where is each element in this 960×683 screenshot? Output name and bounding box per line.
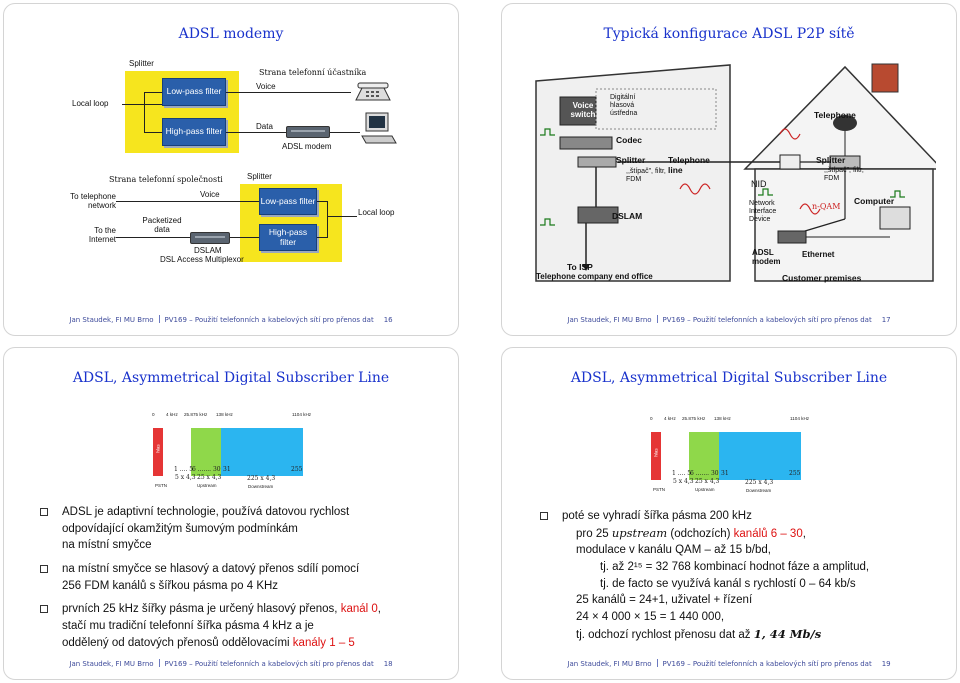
dslam-label: DSLAM	[194, 246, 222, 255]
end-office-label: Telephone company end office	[536, 272, 653, 281]
digital-exchange-label: Digitální hlasová ústředna	[610, 94, 638, 118]
tick: 25.875 kHz	[682, 416, 706, 421]
to-telephone-network-label: To telephone network	[70, 192, 116, 211]
packetized-data-label: Packetized data	[142, 216, 182, 235]
slide-adsl-modems: ADSL modemy Splitter Low-pass filter Hig…	[3, 3, 459, 336]
to-internet-label: To the Internet	[88, 226, 116, 245]
splitter-house-label: Splitter	[816, 155, 846, 165]
splitter-label: Splitter	[616, 155, 646, 165]
upstream-band	[191, 428, 221, 476]
tick: 138 kHz	[216, 412, 233, 417]
voice-label: Voice	[256, 82, 276, 91]
slide-title: ADSL, Asymmetrical Digital Subscriber Li…	[72, 370, 390, 386]
dslam-full-label: DSL Access Multiplexor	[160, 255, 244, 264]
tick: 0	[152, 412, 155, 417]
voice-bottom-label: Voice	[200, 190, 220, 199]
data-line	[226, 132, 286, 133]
downstream-band	[719, 432, 801, 480]
highpass-filter: High-pass filter	[162, 118, 226, 146]
upstream-band	[689, 432, 719, 480]
provider-side-label: Strana telefonní společnosti	[109, 175, 223, 184]
dslam-device	[190, 232, 230, 244]
list-item: na místní smyčce se hlasový a datový pře…	[38, 561, 381, 594]
voice-band-label: hlas	[155, 444, 161, 453]
bullet-list: poté se vyhradí šířka pásma 200 kHz pro …	[538, 508, 869, 643]
ethernet-label: Ethernet	[802, 250, 835, 259]
splitter-house-note: ,,štípač", filtr, FDM	[824, 167, 864, 183]
network-diagram	[535, 63, 936, 282]
slide-adsl-2: ADSL, Asymmetrical Digital Subscriber Li…	[501, 347, 957, 680]
voice-band-label: hlas	[653, 448, 659, 457]
computer-icon	[361, 112, 397, 144]
nid-full-label: Network Interface Device	[749, 200, 777, 224]
telephone-label: Telephone	[814, 110, 856, 120]
splitter-label: Splitter	[129, 59, 154, 68]
codec-label: Codec	[616, 135, 642, 145]
local-loop-bottom-label: Local loop	[358, 208, 395, 217]
nqam-label: n-QAM	[812, 202, 841, 211]
tick: 1104 kHz	[292, 412, 312, 417]
adsl-modem-label: ADSL modem	[282, 142, 332, 151]
splitter-bottom-label: Splitter	[247, 172, 272, 181]
customer-side-label: Strana telefonní účastníka	[259, 68, 367, 77]
voice-band	[153, 428, 163, 476]
slide-title: ADSL, Asymmetrical Digital Subscriber Li…	[570, 370, 888, 386]
voice-line	[226, 92, 351, 93]
split-line	[144, 92, 145, 132]
adsl-modem-label: ADSL modem	[752, 248, 781, 267]
spectrum-diagram: 0 4 kHz 25.875 kHz 138 kHz 1104 kHz hlas…	[152, 412, 312, 489]
slide-title: Typická konfigurace ADSL P2P sítě	[603, 26, 855, 42]
highpass-filter-bottom: High-pass filter	[259, 224, 317, 251]
list-item: poté se vyhradí šířka pásma 200 kHz	[538, 508, 869, 525]
list-item: ADSL je adaptivní technologie, používá d…	[38, 504, 381, 554]
tick: 138 kHz	[714, 416, 731, 421]
lowpass-filter-bottom: Low-pass filter	[259, 188, 317, 215]
list-item: prvních 25 kHz šířky pásma je určený hla…	[38, 601, 381, 651]
local-loop-line	[122, 104, 162, 105]
telephone-icon	[355, 82, 391, 101]
telephone-line-label: Telephone line	[668, 155, 710, 175]
slide-adsl-1: ADSL, Asymmetrical Digital Subscriber Li…	[3, 347, 459, 680]
nid-label: NID	[751, 179, 767, 189]
tick: 4 kHz	[664, 416, 676, 421]
data-label: Data	[256, 122, 273, 131]
customer-premises-label: Customer premises	[782, 273, 862, 283]
voice-bottom-line	[116, 201, 259, 202]
lowpass-filter: Low-pass filter	[162, 78, 226, 106]
bullet-list: ADSL je adaptivní technologie, používá d…	[38, 504, 381, 658]
list-continuation: pro 25 upstream (odchozích) kanálů 6 – 3…	[576, 525, 870, 641]
slide-typical-adsl-config: Typická konfigurace ADSL P2P sítě	[501, 3, 957, 336]
voice-switch-label: Voice switch	[570, 101, 596, 120]
slide-title: ADSL modemy	[178, 26, 284, 42]
spectrum-diagram: 0 4 kHz 25.875 kHz 138 kHz 1104 kHz hlas…	[650, 416, 810, 493]
voice-band	[651, 432, 661, 480]
local-loop-label: Local loop	[72, 99, 109, 108]
tick: 0	[650, 416, 653, 421]
to-isp-label: To ISP	[567, 262, 593, 272]
downstream-band	[221, 428, 303, 476]
dslam-label: DSLAM	[612, 211, 643, 221]
computer-label: Computer	[854, 196, 895, 206]
adsl-modem-device	[286, 126, 330, 138]
tick: 1104 kHz	[790, 416, 810, 421]
splitter-note: ,,štípač", filtr, FDM	[626, 168, 666, 184]
tick: 4 kHz	[166, 412, 178, 417]
tick: 25.875 kHz	[184, 412, 208, 417]
